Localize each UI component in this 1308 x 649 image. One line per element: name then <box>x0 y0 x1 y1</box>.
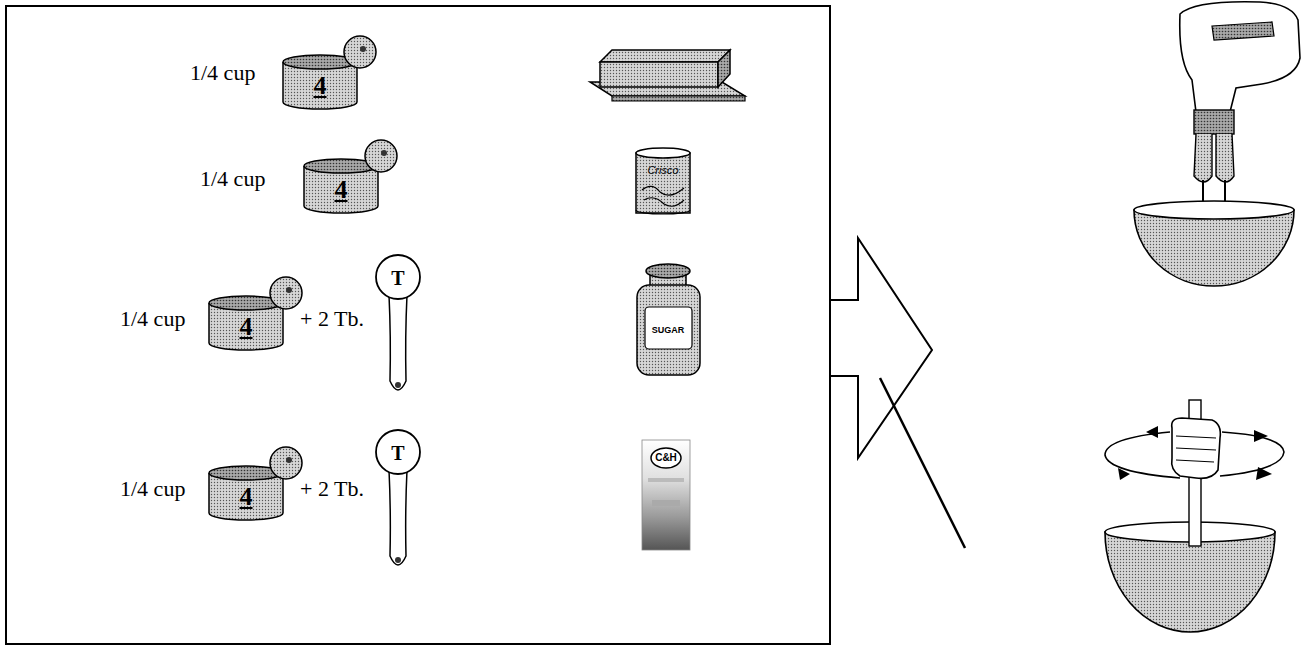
electric-mixer <box>1180 2 1300 208</box>
icon-label: 4 <box>314 73 327 99</box>
mixing-bowl <box>1134 201 1294 286</box>
spoon-bowl <box>376 430 420 474</box>
hand-stirring <box>1105 400 1284 546</box>
cup-handle-hole <box>360 46 366 52</box>
jar-label <box>645 307 692 349</box>
can-decoration <box>644 198 684 207</box>
mixer-beater <box>1216 134 1234 182</box>
can-lid <box>636 148 690 158</box>
icon-label: 4 <box>335 177 348 203</box>
process-arrow <box>830 238 932 458</box>
tablespoon <box>376 430 420 565</box>
can-decoration <box>642 186 684 195</box>
mixer-beater <box>1194 134 1212 182</box>
spoon-hole <box>395 557 401 563</box>
cup-handle <box>270 447 302 479</box>
icon-label: C&H <box>655 453 677 463</box>
icon-label: T <box>391 443 404 463</box>
mixer-handle-slot <box>1212 22 1274 40</box>
stir-motion <box>1105 432 1180 478</box>
icon-label: SUGAR <box>652 326 685 335</box>
amount-text: 1/4 cup <box>190 62 255 84</box>
bag-logo <box>651 448 681 468</box>
icon-label: T <box>391 268 404 288</box>
measuring-cup <box>209 447 302 520</box>
measuring-cup <box>304 140 397 213</box>
mixer-collar <box>1194 110 1234 134</box>
jar-lid <box>646 264 690 278</box>
cup-handle-hole <box>286 457 292 463</box>
jar-body <box>637 285 700 375</box>
icon-label: 4 <box>240 314 253 340</box>
hand-fingers <box>1176 436 1216 462</box>
amount-extra: + 2 Tb. <box>300 478 364 500</box>
stir-arrowhead <box>1118 468 1130 480</box>
measuring-cup <box>209 277 302 350</box>
icon-label: Crisco <box>647 165 678 176</box>
spoon-bowl <box>376 255 420 299</box>
cup-handle-hole <box>381 150 387 156</box>
cup-handle <box>270 277 302 309</box>
butter-top <box>600 50 730 62</box>
bowl-rim <box>1134 201 1294 219</box>
sugar-bag <box>642 440 690 550</box>
stir-arrowhead <box>1254 430 1268 442</box>
butter-dish-edge <box>612 96 745 101</box>
butter-front <box>600 62 718 87</box>
sugar-jar <box>637 264 700 375</box>
stir-arrowhead <box>1146 426 1158 438</box>
mixer-body <box>1180 2 1300 112</box>
butter-side <box>718 50 730 87</box>
bag-body <box>642 440 690 550</box>
shortening-can <box>636 148 690 214</box>
bag-print <box>648 478 684 482</box>
bowl-body <box>1105 532 1275 632</box>
can-body <box>636 153 690 213</box>
measuring-cup <box>283 36 376 109</box>
amount-text: 1/4 cup <box>200 168 265 190</box>
butter-stick <box>590 50 745 101</box>
bag-print <box>652 500 680 506</box>
amount-text: 1/4 cup <box>120 478 185 500</box>
amount-text: 1/4 cup <box>120 308 185 330</box>
hand-fist <box>1172 418 1221 478</box>
amount-extra: + 2 Tb. <box>300 308 364 330</box>
stir-motion <box>1220 432 1284 476</box>
stir-arrowhead <box>1256 467 1272 480</box>
tablespoon <box>376 255 420 390</box>
can-base <box>636 210 690 214</box>
spoon-handle <box>389 470 407 565</box>
spoon-hole <box>395 382 401 388</box>
leader-line <box>880 378 965 548</box>
ingredient-frame: 1/4 cup 1/4 cup 1/4 cup + 2 Tb. 1/4 cup + 2 T… <box>5 5 831 645</box>
cup-handle <box>344 36 376 68</box>
spoon-handle <box>389 295 407 390</box>
cup-handle-hole <box>286 287 292 293</box>
icon-label: 4 <box>240 484 253 510</box>
cup-handle <box>365 140 397 172</box>
bowl-body <box>1134 210 1294 286</box>
